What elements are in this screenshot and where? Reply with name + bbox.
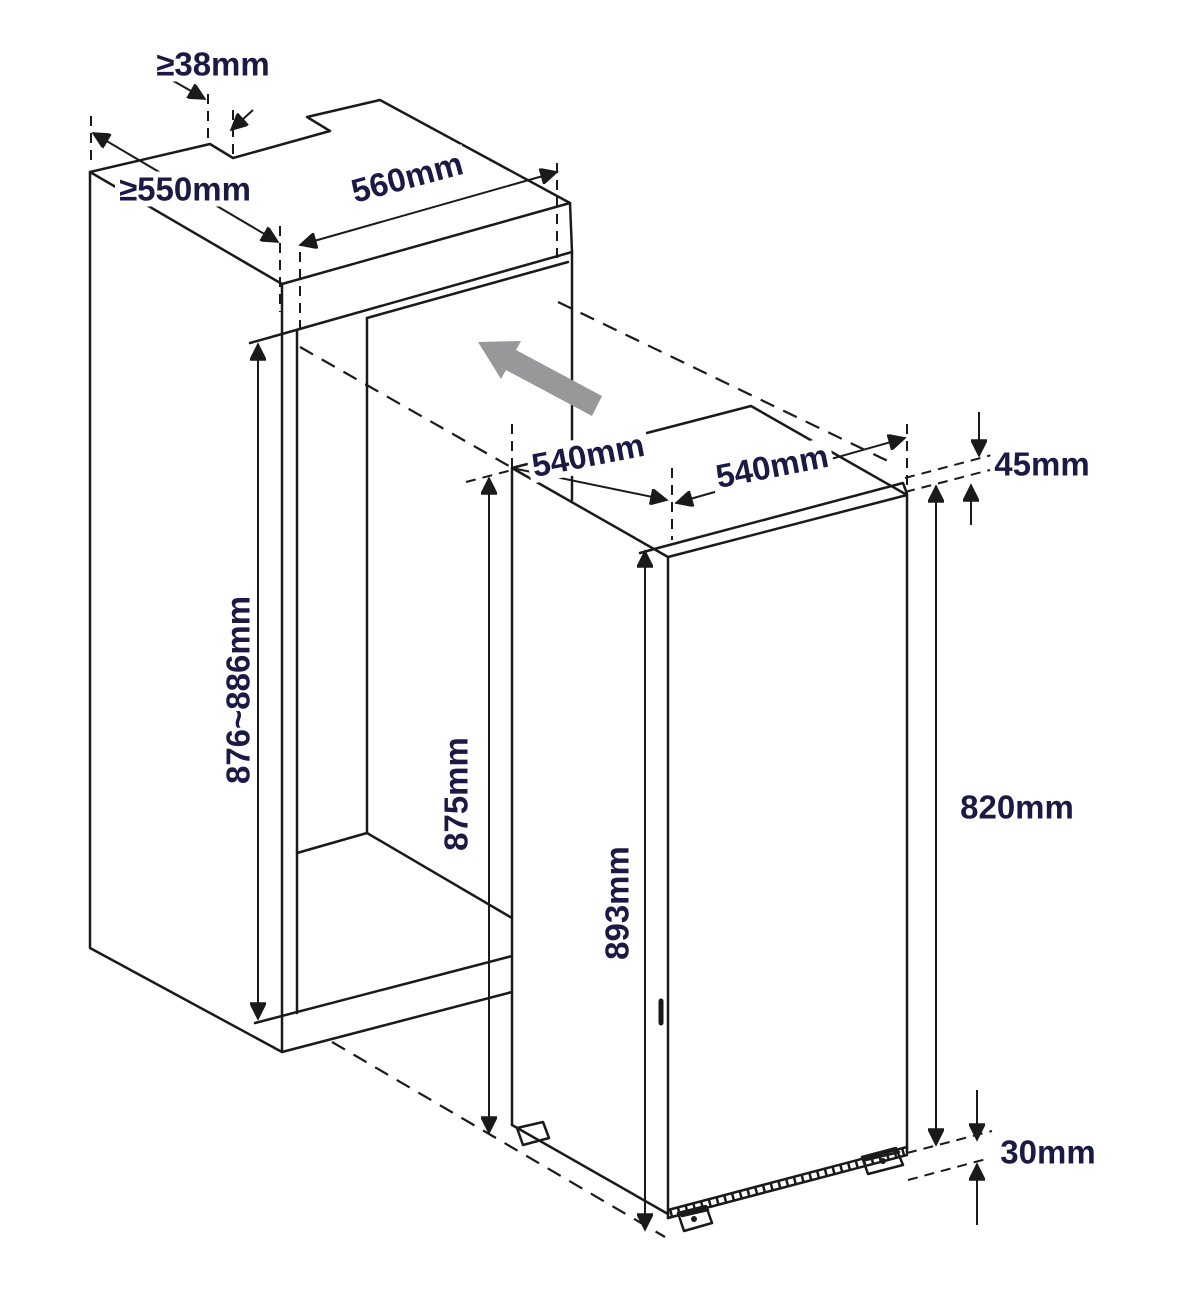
- appliance-base-hatching: [669, 1148, 906, 1218]
- insertion-direction-arrow-icon: [478, 341, 602, 416]
- cabinet-bottom-front-edge: [280, 990, 514, 1054]
- dim-line-38-leader-right: [231, 109, 254, 130]
- ext-45-lower: [904, 469, 991, 493]
- niche-floor-front-edge: [253, 954, 514, 1025]
- front-left-foot-screw: [691, 1216, 697, 1222]
- guide-top-left: [299, 346, 510, 467]
- dim-label-niche-min-depth: ≥550mm: [115, 171, 255, 207]
- cabinet-top-band: [280, 201, 574, 336]
- appliance-door-top-edge: [638, 481, 908, 555]
- dim-label-base-recess: 30mm: [996, 1134, 1100, 1170]
- dim-line-560: [300, 172, 557, 245]
- dim-label-appliance-height: 893mm: [599, 842, 636, 964]
- front-right-foot-screw: [880, 1158, 886, 1164]
- ext-30-lower: [907, 1157, 991, 1181]
- appliance-back-foot: [515, 1120, 551, 1147]
- dim-label-top-gap: 45mm: [990, 446, 1094, 482]
- cabinet-left-side: [88, 170, 284, 1054]
- dim-label-niche-height: 876~886mm: [220, 591, 257, 789]
- ext-45-upper: [904, 454, 993, 479]
- appliance-front-left-foot: [676, 1204, 714, 1233]
- dim-line-38-leader-left: [169, 78, 205, 99]
- niche-ceiling-edge: [365, 260, 570, 320]
- extension-lines: [90, 94, 993, 1181]
- ext-30-upper: [906, 1130, 993, 1154]
- cabinet-top-band-extension: [248, 332, 284, 345]
- dim-label-top-rear-clearance: ≥38mm: [152, 46, 274, 82]
- appliance-front-right-foot: [860, 1146, 905, 1176]
- cabinet-niche-outline: [88, 98, 574, 1054]
- appliance-outline: [510, 404, 909, 1233]
- ext-875-top: [465, 469, 513, 483]
- guide-bottom: [331, 1041, 666, 1238]
- niche-floor-back-edge: [295, 831, 369, 855]
- dim-label-door-height: 820mm: [956, 789, 1078, 825]
- dim-label-interior-front-height: 875mm: [438, 733, 475, 855]
